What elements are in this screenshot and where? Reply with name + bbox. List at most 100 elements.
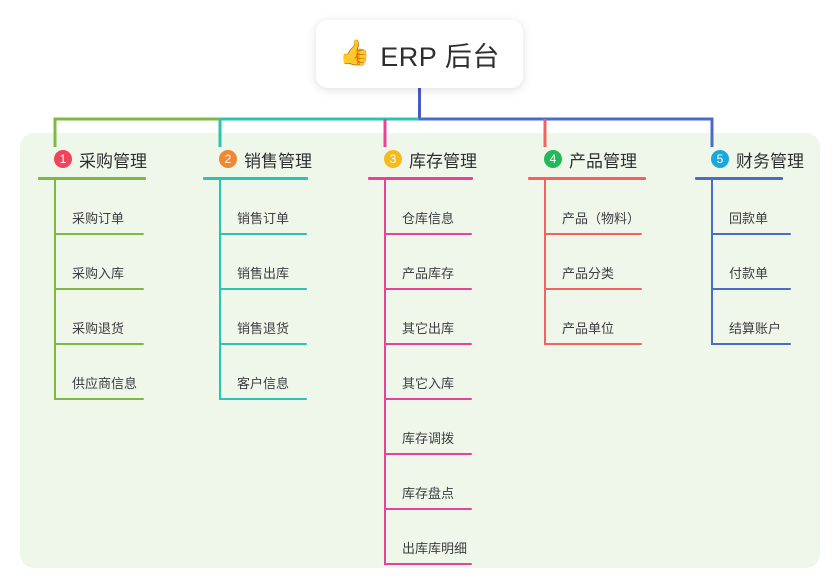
branch-item-label: 出库库明细 bbox=[402, 541, 468, 556]
branch-title-4: 产品管理 bbox=[569, 151, 637, 171]
branch-item-label: 库存盘点 bbox=[402, 486, 455, 501]
branch-item[interactable]: 产品（物料） bbox=[528, 180, 683, 235]
branch-underline-3 bbox=[368, 177, 473, 180]
root-title: ERP 后台 bbox=[380, 41, 500, 72]
branch-item-underline bbox=[384, 343, 472, 345]
branch-item-underline bbox=[54, 288, 144, 290]
branch-item[interactable]: 客户信息 bbox=[203, 345, 353, 400]
branch-item-underline bbox=[544, 343, 642, 345]
branch-badge-5: 5 bbox=[711, 150, 729, 168]
branch-item[interactable]: 付款单 bbox=[695, 235, 825, 290]
branch-item[interactable]: 产品单位 bbox=[528, 290, 683, 345]
branch-trunk-3 bbox=[384, 180, 386, 565]
branch-column-3: 3 库存管理仓库信息产品库存其它出库其它入库库存调拨库存盘点出库库明细 bbox=[368, 147, 518, 565]
branch-header-5[interactable]: 5 财务管理 bbox=[695, 147, 825, 171]
thumbs-up-icon: 👍 bbox=[339, 38, 371, 67]
branch-item-underline bbox=[544, 288, 642, 290]
branch-item-underline bbox=[384, 398, 472, 400]
branch-title-3: 库存管理 bbox=[409, 151, 477, 171]
branch-item-underline bbox=[711, 233, 791, 235]
branch-item-label: 其它出库 bbox=[402, 321, 455, 336]
branch-item-underline bbox=[544, 233, 642, 235]
branch-underline-1 bbox=[38, 177, 146, 180]
branch-item-label: 仓库信息 bbox=[402, 211, 455, 226]
branch-item-label: 销售退货 bbox=[237, 321, 290, 336]
branch-item[interactable]: 其它入库 bbox=[368, 345, 518, 400]
branch-underline-5 bbox=[695, 177, 783, 180]
branch-item-underline bbox=[384, 563, 472, 565]
branch-item-underline bbox=[711, 343, 791, 345]
branch-item-underline bbox=[384, 288, 472, 290]
branch-item[interactable]: 销售订单 bbox=[203, 180, 353, 235]
branch-items-1: 采购订单采购入库采购退货供应商信息 bbox=[38, 180, 188, 400]
branch-underline-4 bbox=[528, 177, 646, 180]
branch-badge-1: 1 bbox=[54, 150, 72, 168]
branch-item-underline bbox=[219, 343, 307, 345]
branch-column-4: 4 产品管理产品（物料） 产品分类产品单位 bbox=[528, 147, 683, 345]
branch-item-label: 采购入库 bbox=[72, 266, 125, 281]
branch-item[interactable]: 采购入库 bbox=[38, 235, 188, 290]
branch-trunk-1 bbox=[54, 180, 56, 400]
branch-item-label: 付款单 bbox=[729, 266, 769, 281]
branch-items-5: 回款单付款单结算账户 bbox=[695, 180, 825, 345]
branch-item[interactable]: 结算账户 bbox=[695, 290, 825, 345]
branch-items-2: 销售订单销售出库销售退货客户信息 bbox=[203, 180, 353, 400]
branch-item[interactable]: 库存盘点 bbox=[368, 455, 518, 510]
branch-item-underline bbox=[54, 233, 144, 235]
branch-trunk-5 bbox=[711, 180, 713, 345]
branch-item[interactable]: 其它出库 bbox=[368, 290, 518, 345]
branch-item-label: 供应商信息 bbox=[72, 376, 138, 391]
branch-header-3[interactable]: 3 库存管理 bbox=[368, 147, 518, 171]
branch-item-label: 结算账户 bbox=[729, 321, 782, 336]
branch-badge-3: 3 bbox=[384, 150, 402, 168]
branch-badge-2: 2 bbox=[219, 150, 237, 168]
branch-underline-2 bbox=[203, 177, 308, 180]
branch-items-3: 仓库信息产品库存其它出库其它入库库存调拨库存盘点出库库明细 bbox=[368, 180, 518, 565]
branch-header-1[interactable]: 1 采购管理 bbox=[38, 147, 188, 171]
branch-item[interactable]: 采购订单 bbox=[38, 180, 188, 235]
branch-item[interactable]: 产品分类 bbox=[528, 235, 683, 290]
root-node[interactable]: 👍 ERP 后台 bbox=[316, 20, 523, 88]
branch-item-label: 销售出库 bbox=[237, 266, 290, 281]
branch-item-underline bbox=[219, 233, 307, 235]
branch-item-underline bbox=[711, 288, 791, 290]
branch-item[interactable]: 产品库存 bbox=[368, 235, 518, 290]
branch-header-4[interactable]: 4 产品管理 bbox=[528, 147, 683, 171]
branch-item-underline bbox=[54, 343, 144, 345]
branch-item-underline bbox=[219, 288, 307, 290]
branch-trunk-4 bbox=[544, 180, 546, 345]
branch-item-label: 其它入库 bbox=[402, 376, 455, 391]
branch-item-underline bbox=[219, 398, 307, 400]
branch-column-2: 2 销售管理销售订单销售出库销售退货客户信息 bbox=[203, 147, 353, 400]
branch-header-2[interactable]: 2 销售管理 bbox=[203, 147, 353, 171]
branch-item[interactable]: 采购退货 bbox=[38, 290, 188, 345]
branch-item-label: 销售订单 bbox=[237, 211, 290, 226]
branch-item-label: 库存调拨 bbox=[402, 431, 455, 446]
branch-trunk-2 bbox=[219, 180, 221, 400]
branch-item[interactable]: 仓库信息 bbox=[368, 180, 518, 235]
branch-title-1: 采购管理 bbox=[79, 151, 147, 171]
branch-title-5: 财务管理 bbox=[736, 151, 804, 171]
branch-item-underline bbox=[384, 233, 472, 235]
branch-item-label: 产品库存 bbox=[402, 266, 455, 281]
branches-panel bbox=[20, 133, 820, 568]
branch-item-label: 回款单 bbox=[729, 211, 769, 226]
branch-item[interactable]: 出库库明细 bbox=[368, 510, 518, 565]
branch-badge-4: 4 bbox=[544, 150, 562, 168]
branch-item-label: 产品分类 bbox=[562, 266, 615, 281]
branch-item[interactable]: 销售出库 bbox=[203, 235, 353, 290]
branch-column-1: 1 采购管理采购订单采购入库采购退货供应商信息 bbox=[38, 147, 188, 400]
branch-items-4: 产品（物料） 产品分类产品单位 bbox=[528, 180, 683, 345]
branch-item[interactable]: 库存调拨 bbox=[368, 400, 518, 455]
branch-title-2: 销售管理 bbox=[244, 151, 312, 171]
branch-item-label: 产品（物料） bbox=[562, 211, 641, 226]
branch-item-underline bbox=[384, 508, 472, 510]
branch-item[interactable]: 销售退货 bbox=[203, 290, 353, 345]
branch-item[interactable]: 供应商信息 bbox=[38, 345, 188, 400]
branch-item-underline bbox=[54, 398, 144, 400]
branch-item-label: 产品单位 bbox=[562, 321, 615, 336]
branch-item[interactable]: 回款单 bbox=[695, 180, 825, 235]
branch-item-label: 采购退货 bbox=[72, 321, 125, 336]
branch-item-label: 客户信息 bbox=[237, 376, 290, 391]
